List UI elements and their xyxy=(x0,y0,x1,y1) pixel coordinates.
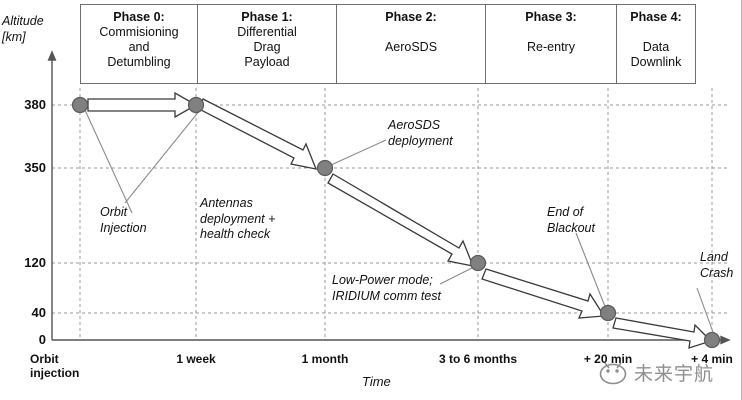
leader-land-crash xyxy=(696,287,715,336)
phase-cell-3: Phase 3: Re-entry xyxy=(485,4,617,84)
phase-0-line-2: and xyxy=(128,40,150,54)
phase-cell-4: Phase 4: Data Downlink xyxy=(616,4,696,84)
annotation-orbit-injection: Orbit Injection xyxy=(100,205,147,236)
phase-0-line-1: Commisioning xyxy=(99,25,179,39)
phase-1-line-1: Differential xyxy=(237,25,297,39)
annotation-land-crash-line-1: Land xyxy=(700,250,728,264)
annotation-end-of-blackout-line-1: End of xyxy=(547,205,584,219)
leader-aerosds xyxy=(330,139,387,166)
data-point-1-month xyxy=(316,159,334,177)
y-axis-title-line-2: [km] xyxy=(2,30,26,44)
y-axis-arrowhead xyxy=(47,50,57,61)
annotation-orbit-injection-line-1: Orbit xyxy=(100,205,128,219)
annotation-low-power-line-1: Low-Power mode; xyxy=(332,273,433,287)
x-tick-4-min: + 4 min xyxy=(691,352,733,366)
leader-antennas xyxy=(124,109,201,204)
leader-orbit-injection xyxy=(84,109,133,214)
y-tick-380: 380 xyxy=(24,97,46,112)
annotation-low-power-line-2: IRIDIUM comm test xyxy=(332,288,442,303)
annotation-aerosds-deployment: AeroSDS deployment xyxy=(388,118,453,149)
y-axis-title-line-1: Altitude xyxy=(2,14,44,28)
annotation-land-crash: Land Crash xyxy=(700,250,733,281)
phase-cell-0: Phase 0: Commisioning and Detumbling xyxy=(80,4,198,84)
phase-4-line-3: Downlink xyxy=(630,55,682,69)
watermark-text: 未来宇航 xyxy=(634,362,715,385)
y-tick-0: 0 xyxy=(38,332,46,347)
x-tick-orbit-injection-line-1: Orbit xyxy=(30,352,59,366)
annotation-antennas-line-1: Antennas xyxy=(200,196,253,210)
block-arrow-phase-4 xyxy=(612,317,713,349)
x-tick-orbit-injection: Orbit injection xyxy=(30,352,130,380)
annotation-end-of-blackout: End of Blackout xyxy=(547,205,595,236)
watermark-logo-icon xyxy=(599,362,627,385)
annotation-orbit-injection-line-2: Injection xyxy=(100,220,147,235)
data-point-orbit-injection xyxy=(71,96,89,114)
block-arrow-phase-2 xyxy=(327,173,475,267)
phase-cell-1: Phase 1: Differential Drag Payload xyxy=(197,4,337,84)
annotation-antennas-line-3: health check xyxy=(200,227,271,241)
x-tick-3-6-months: 3 to 6 months xyxy=(438,352,517,366)
block-arrow-phase-1 xyxy=(198,98,318,170)
phase-2-line-2: AeroSDS xyxy=(384,40,438,54)
annotation-aerosds-line-2: deployment xyxy=(388,133,453,148)
x-axis-title: Time xyxy=(362,374,391,389)
y-tick-40: 40 xyxy=(31,305,46,320)
x-tick-1-week: 1 week xyxy=(176,352,216,366)
phase-1-title: Phase 1: xyxy=(241,10,293,24)
watermark: 未来宇航 xyxy=(596,352,742,392)
data-point-20-min xyxy=(599,304,617,322)
annotation-low-power: Low-Power mode; IRIDIUM comm test xyxy=(332,273,441,304)
annotation-aerosds-line-1: AeroSDS xyxy=(388,118,441,132)
annotation-antennas: Antennas deployment + health check xyxy=(200,196,275,243)
annotation-end-of-blackout-line-2: Blackout xyxy=(547,220,595,235)
phase-0-title: Phase 0: xyxy=(113,10,165,24)
x-axis-arrowhead xyxy=(720,335,731,345)
phase-2-title: Phase 2: xyxy=(385,10,437,24)
block-arrow-phase-3 xyxy=(481,268,606,319)
phase-3-title: Phase 3: xyxy=(525,10,577,24)
y-tick-350: 350 xyxy=(24,160,46,175)
x-tick-1-month: 1 month xyxy=(301,352,349,366)
phase-0-line-3: Detumbling xyxy=(107,55,171,69)
annotation-antennas-line-2: deployment + xyxy=(200,211,276,226)
phase-cell-2: Phase 2: AeroSDS xyxy=(336,4,486,84)
phase-3-line-2: Re-entry xyxy=(527,40,575,54)
data-point-3-6-months xyxy=(469,254,487,272)
phase-header-table: Phase 0: Commisioning and Detumbling Pha… xyxy=(80,4,700,84)
annotation-land-crash-line-2: Crash xyxy=(700,265,734,280)
phase-4-line-2: Data xyxy=(642,40,670,54)
block-arrow-phase-0 xyxy=(87,91,198,119)
leader-end-of-blackout xyxy=(575,232,607,310)
y-tick-120: 120 xyxy=(24,255,46,270)
x-tick-20-min: + 20 min xyxy=(583,352,633,366)
data-point-4-min xyxy=(703,331,721,349)
leader-low-power xyxy=(439,267,473,285)
phase-1-line-2: Drag xyxy=(253,40,281,54)
phase-4-title: Phase 4: xyxy=(630,10,682,24)
data-point-1-week xyxy=(187,96,205,114)
x-tick-orbit-injection-line-2: injection xyxy=(30,366,80,380)
phase-1-line-3: Payload xyxy=(244,55,290,69)
